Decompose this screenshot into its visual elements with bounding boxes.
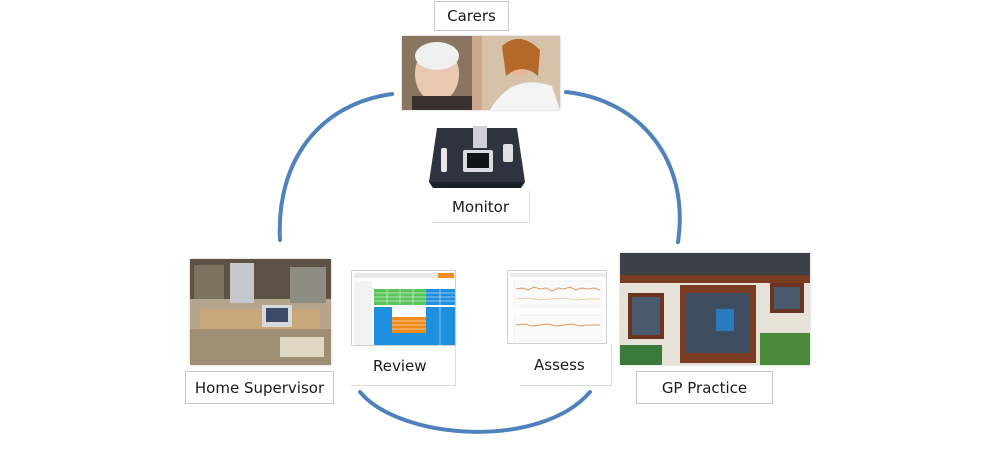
review-screenshot xyxy=(351,270,456,346)
home-supervisor-label: Home Supervisor xyxy=(194,378,325,397)
carers-label-box: Carers xyxy=(434,1,509,31)
gp-practice-label-box: GP Practice xyxy=(636,371,773,404)
assess-screenshot xyxy=(507,270,607,344)
review-label-box: Review xyxy=(351,346,456,386)
carers-label: Carers xyxy=(447,7,496,25)
assess-label: Assess xyxy=(534,355,585,374)
gp-practice-label: GP Practice xyxy=(661,378,748,397)
gp-practice-photo xyxy=(620,253,810,365)
home-supervisor-label-box: Home Supervisor xyxy=(185,371,334,404)
monitor-label: Monitor xyxy=(451,197,510,216)
cycle-arc-right xyxy=(564,90,682,244)
monitor-label-box: Monitor xyxy=(432,191,530,223)
cycle-arc-left xyxy=(277,92,394,242)
home-supervisor-photo xyxy=(190,259,331,365)
monitor-photo xyxy=(425,120,528,189)
cycle-arc-bottom xyxy=(358,390,592,434)
assess-label-box: Assess xyxy=(520,344,612,386)
carers-photo xyxy=(402,36,560,110)
review-label: Review xyxy=(373,356,427,375)
